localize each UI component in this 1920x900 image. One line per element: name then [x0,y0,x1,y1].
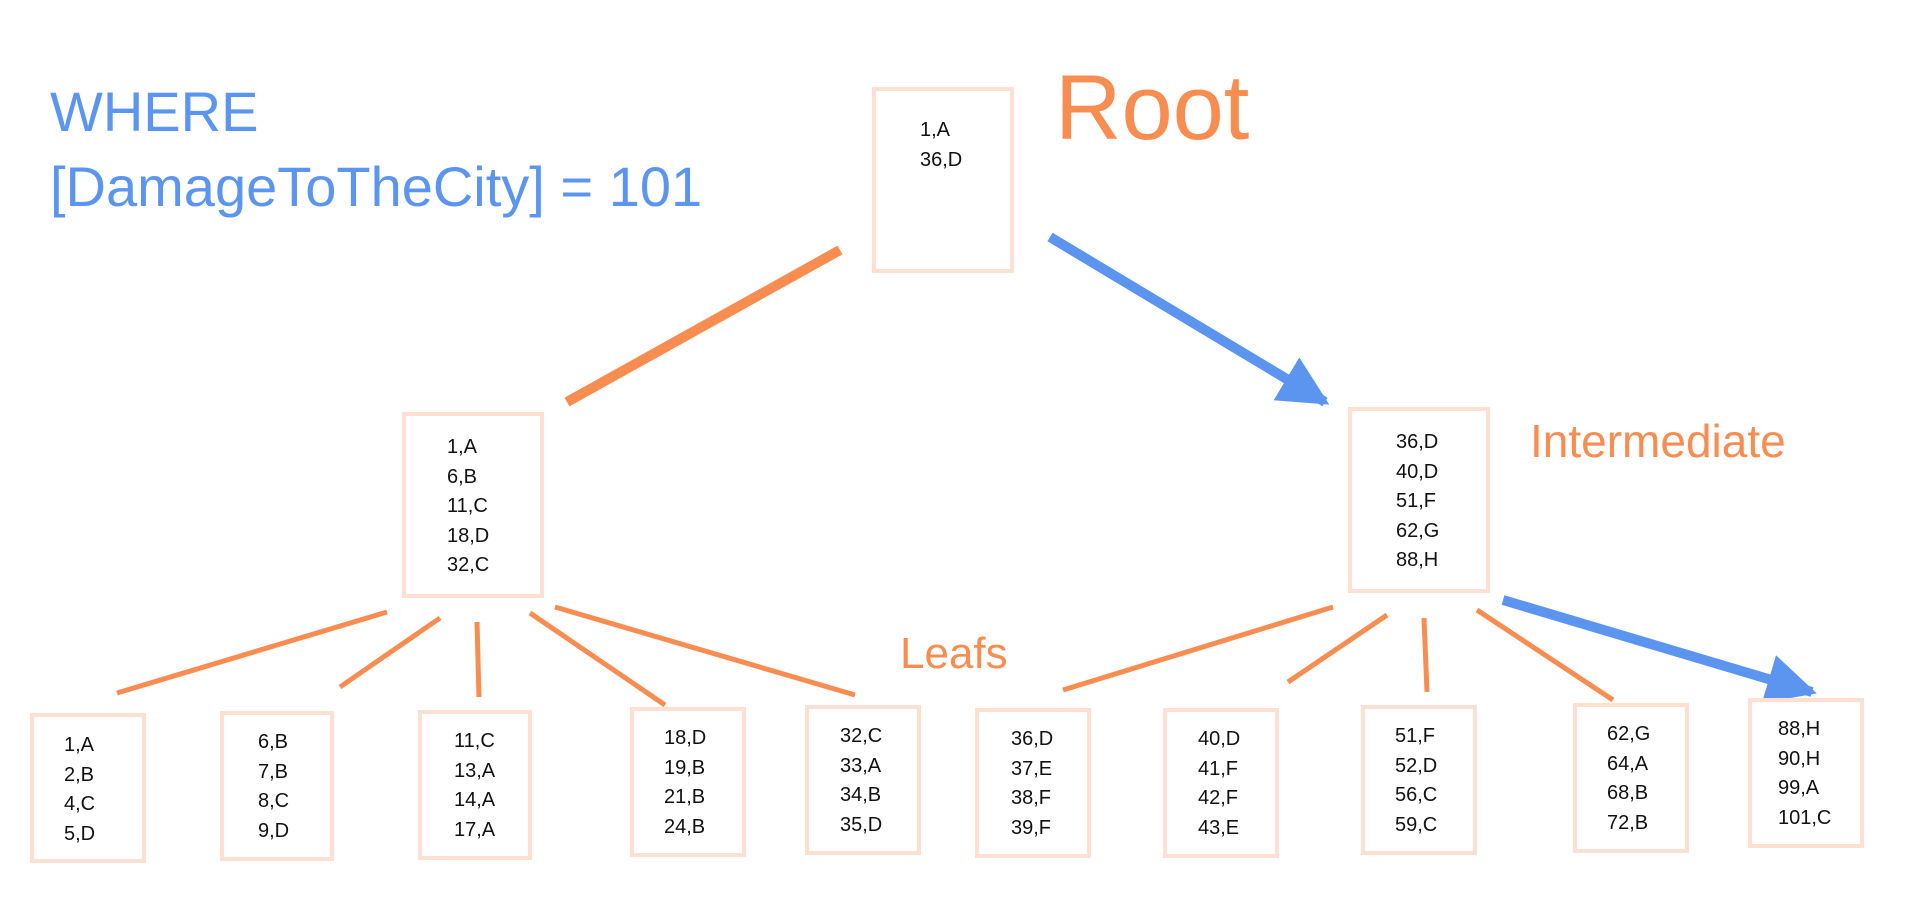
node-entry: 17,A [454,818,496,841]
leaf-node-1: 1,A 2,B 4,C 5,D [30,713,146,863]
edge-int2-to-leaf-8 [1421,617,1430,693]
query-condition: [DamageToTheCity] = 101 [50,155,703,218]
node-entry: 34,B [840,784,882,806]
leaf-node-3: 11,C 13,A 14,A 17,A [418,710,532,860]
node-entry: 14,A [454,789,496,811]
node-entry: 64,A [1607,752,1649,775]
node-entry: 1,A [447,436,478,458]
node-entry: 51,F [1395,725,1436,747]
node-entry: 11,C [454,730,495,752]
node-entry: 13,A [454,759,496,782]
edge-root-to-intermediate-1 [564,245,843,407]
label-root: Root [1055,57,1250,159]
label-intermediate: Intermediate [1530,415,1786,467]
node-entry: 7,B [258,760,289,783]
edge-int1-to-leaf-3 [474,621,482,698]
node-entry: 32,C [840,725,883,747]
node-entry: 59,C [1395,813,1438,836]
node-entry: 36,D [920,148,963,171]
node-entry: 24,B [664,815,706,838]
node-entry: 99,A [1778,777,1820,799]
node-entry: 11,C [447,495,488,517]
node-entry: 101,C [1778,806,1832,829]
node-entry: 35,D [840,813,883,836]
node-entry: 88,H [1778,718,1821,740]
leaf-node-7: 40,D 41,F 42,F 43,E [1163,708,1279,858]
node-entry: 6,B [258,731,289,753]
leaf-node-8: 51,F 52,D 56,C 59,C [1361,705,1477,855]
leaf-node-5: 32,C 33,A 34,B 35,D [805,705,921,855]
node-entry: 62,G [1607,723,1651,745]
edge-int2-to-leaf-9 [1475,607,1615,703]
edge-int1-to-leaf-1 [116,609,388,696]
node-entry: 32,C [447,554,490,576]
label-leafs: Leafs [900,629,1008,678]
node-entry: 21,B [664,786,706,808]
node-entry: 68,B [1607,782,1649,804]
node-entry: 38,F [1011,787,1052,809]
node-entry: 51,F [1396,490,1437,512]
node-entry: 5,D [64,822,96,845]
node-entry: 37,E [1011,757,1053,780]
node-entry: 8,C [258,790,290,812]
intermediate-node-2: 36,D 40,D 51,F 62,G 88,H [1348,407,1490,593]
arrow-int2-to-leaf-10 [1501,595,1817,704]
node-entry: 56,C [1395,784,1438,806]
leaf-node-9: 62,G 64,A 68,B 72,B [1573,703,1689,853]
leaf-node-4: 18,D 19,B 21,B 24,B [630,707,746,857]
node-entry: 52,D [1395,754,1438,777]
query-where-keyword: WHERE [50,80,259,143]
node-entry: 39,F [1011,816,1052,839]
node-entry: 36,D [1396,431,1439,453]
node-entry: 19,B [664,756,706,779]
edge-int1-to-leaf-2 [338,615,442,690]
node-entry: 18,D [664,727,707,749]
node-entry: 1,A [64,734,95,756]
node-entry: 90,H [1778,747,1821,770]
node-entry: 33,A [840,754,882,777]
node-entry: 42,F [1198,787,1239,809]
node-entry: 6,B [447,465,478,488]
edge-int1-to-leaf-5 [554,604,856,698]
node-entry: 72,B [1607,811,1649,834]
leaf-node-6: 36,D 37,E 38,F 39,F [975,708,1091,858]
edge-int2-to-leaf-6 [1062,604,1334,693]
node-entry: 40,D [1198,728,1241,750]
node-entry: 2,B [64,763,95,786]
root-node: 1,A 36,D [872,87,1014,273]
leaf-node-10: 88,H 90,H 99,A 101,C [1748,698,1864,848]
node-entry: 4,C [64,793,96,815]
node-entry: 36,D [1011,728,1054,750]
node-entry: 1,A [920,119,951,141]
node-entry: 88,H [1396,549,1439,571]
node-entry: 18,D [447,524,490,547]
node-entry: 43,E [1198,816,1240,839]
node-entry: 62,G [1396,519,1440,542]
leaf-node-2: 6,B 7,B 8,C 9,D [220,711,334,861]
node-entry: 9,D [258,819,290,842]
edge-int2-to-leaf-7 [1286,612,1389,685]
node-entry: 40,D [1396,460,1439,483]
intermediate-node-1: 1,A 6,B 11,C 18,D 32,C [402,412,544,598]
arrow-root-to-intermediate-2 [1047,232,1330,407]
node-entry: 41,F [1198,757,1239,780]
edge-int1-to-leaf-4 [528,610,667,708]
